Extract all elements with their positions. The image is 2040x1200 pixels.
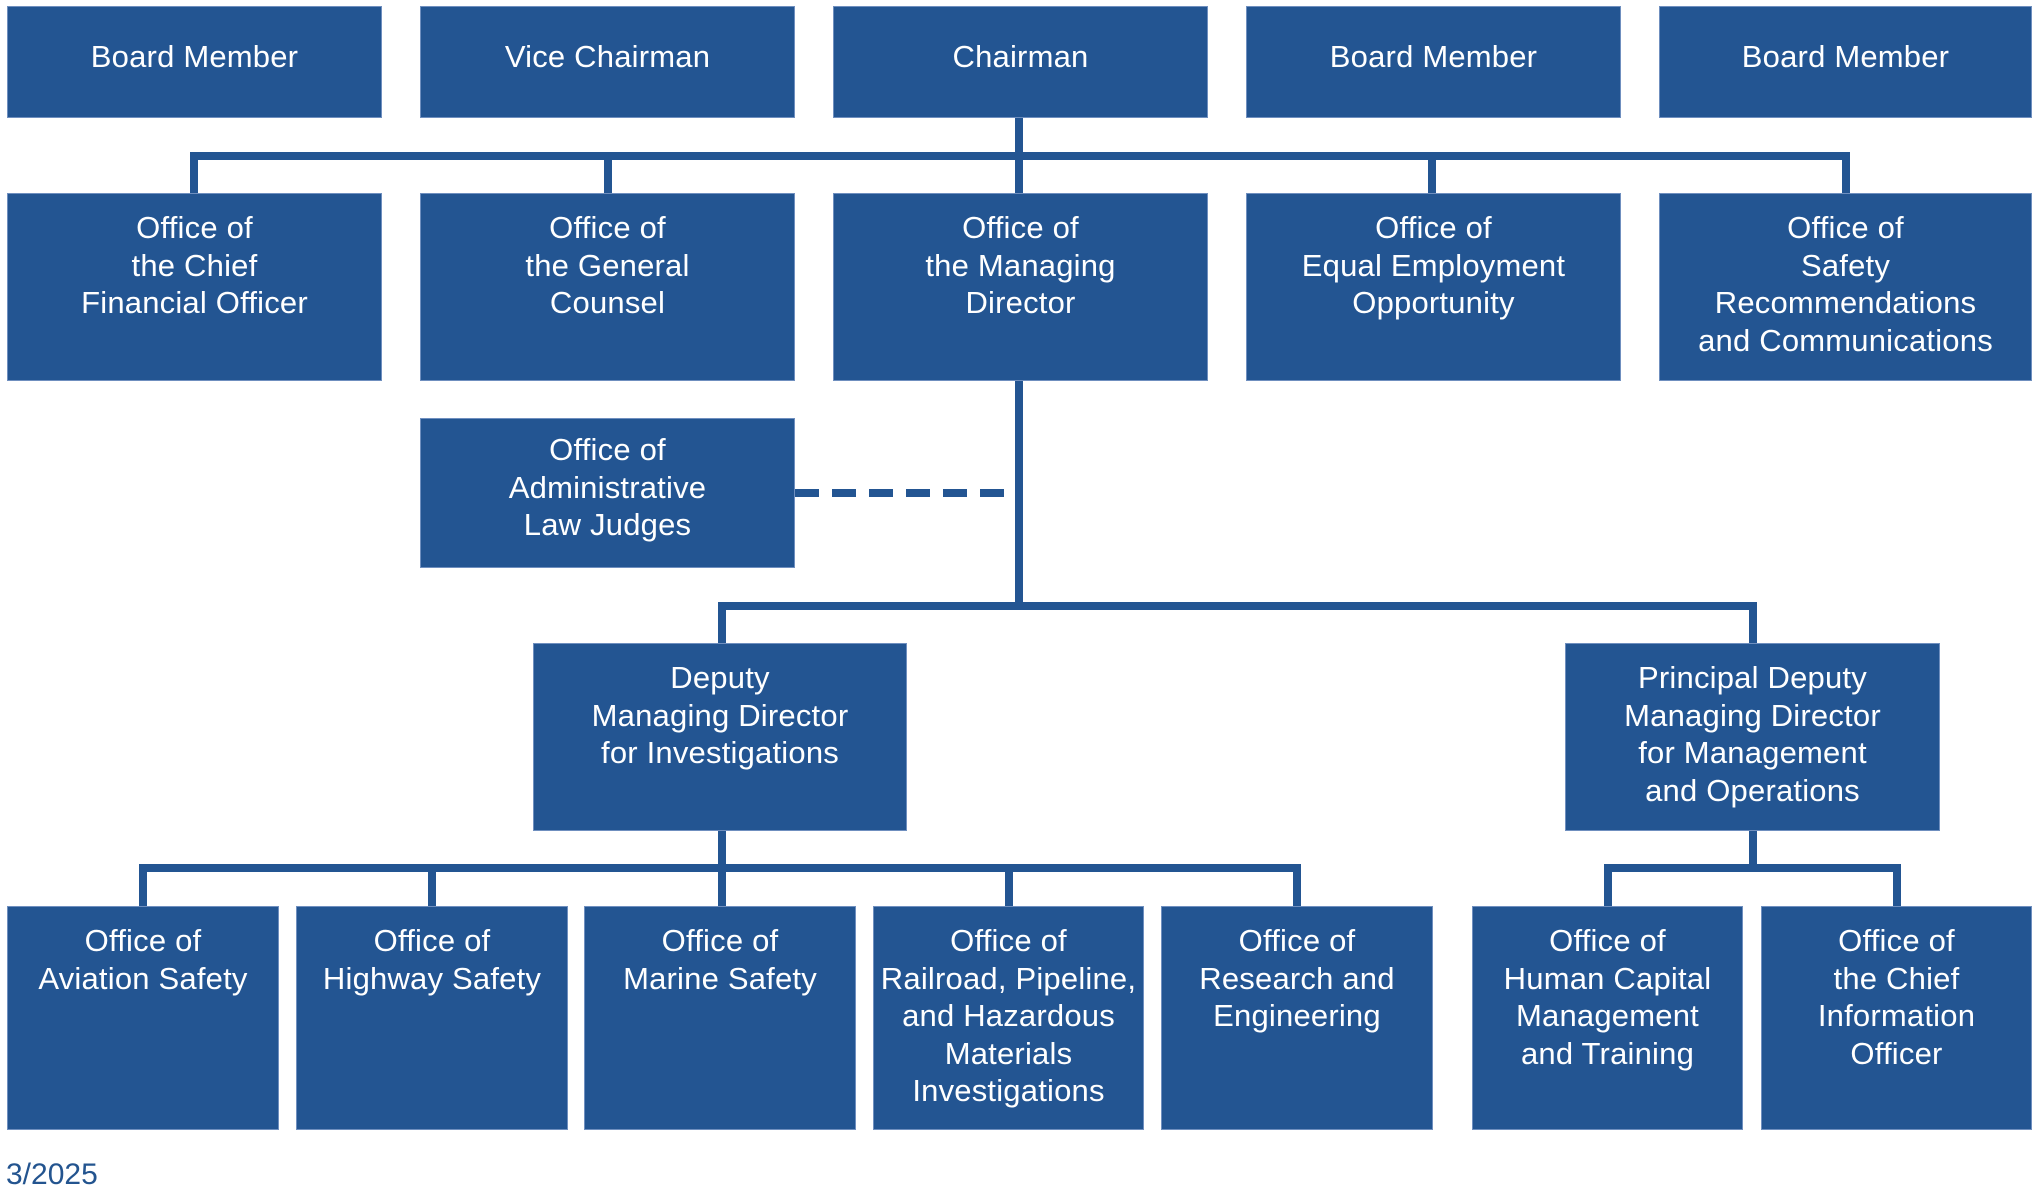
box-office-cio[interactable]: Office of the Chief Information Officer bbox=[1761, 906, 2032, 1130]
box-office-cfo[interactable]: Office of the Chief Financial Officer bbox=[7, 193, 382, 381]
box-label: Office of the General Counsel bbox=[525, 210, 690, 320]
connector-railroad bbox=[1005, 864, 1013, 906]
box-office-human-capital[interactable]: Office of Human Capital Management and T… bbox=[1472, 906, 1743, 1130]
box-office-aviation[interactable]: Office of Aviation Safety bbox=[7, 906, 279, 1130]
box-principal-deputy[interactable]: Principal Deputy Managing Director for M… bbox=[1565, 643, 1940, 831]
box-chairman[interactable]: Chairman bbox=[833, 6, 1208, 118]
box-label: Office of Safety Recommendations and Com… bbox=[1698, 210, 1993, 358]
box-office-managing-director[interactable]: Office of the Managing Director bbox=[833, 193, 1208, 381]
box-office-highway[interactable]: Office of Highway Safety bbox=[296, 906, 568, 1130]
connector-general-counsel bbox=[604, 152, 612, 193]
box-office-eeo[interactable]: Office of Equal Employment Opportunity bbox=[1246, 193, 1621, 381]
connector-alj-dashed bbox=[795, 489, 1017, 497]
box-office-general-counsel[interactable]: Office of the General Counsel bbox=[420, 193, 795, 381]
box-label: Chairman bbox=[952, 39, 1089, 75]
connector-safety-recs bbox=[1842, 152, 1850, 193]
dash-segment bbox=[943, 489, 967, 497]
box-label: Office of the Chief Financial Officer bbox=[81, 210, 308, 320]
connector-deputy-bus bbox=[718, 602, 1757, 610]
box-office-research[interactable]: Office of Research and Engineering bbox=[1161, 906, 1433, 1130]
box-board-member-3[interactable]: Board Member bbox=[1659, 6, 2032, 118]
box-label: Office of Highway Safety bbox=[322, 923, 542, 996]
box-label: Office of Human Capital Management and T… bbox=[1503, 923, 1712, 1071]
connector-principal-deputy bbox=[1749, 602, 1757, 643]
box-label: Office of Marine Safety bbox=[623, 923, 817, 996]
dash-segment bbox=[906, 489, 930, 497]
connector-investigations-trunk bbox=[718, 831, 726, 872]
box-label: Deputy Managing Director for Investigati… bbox=[591, 660, 849, 770]
box-label: Office of Railroad, Pipeline, and Hazard… bbox=[880, 923, 1137, 1108]
box-label: Principal Deputy Managing Director for M… bbox=[1624, 660, 1881, 808]
box-label: Board Member bbox=[1741, 39, 1950, 75]
box-label: Office of Research and Engineering bbox=[1199, 923, 1395, 1033]
connector-eeo bbox=[1428, 152, 1436, 193]
connector-management-bus bbox=[1604, 864, 1901, 872]
box-vice-chairman[interactable]: Vice Chairman bbox=[420, 6, 795, 118]
connector-cio bbox=[1893, 864, 1901, 906]
box-label: Board Member bbox=[1329, 39, 1538, 75]
box-label: Office of Aviation Safety bbox=[38, 923, 248, 996]
box-office-marine[interactable]: Office of Marine Safety bbox=[584, 906, 856, 1130]
connector-cfo bbox=[190, 152, 198, 193]
connector-research bbox=[1293, 864, 1301, 906]
dash-segment bbox=[869, 489, 893, 497]
connector-highway bbox=[428, 864, 436, 906]
revision-date: 3/2025 bbox=[6, 1158, 98, 1191]
connector-office-bus bbox=[190, 152, 1850, 160]
connector-management-trunk bbox=[1749, 831, 1757, 872]
box-board-member-2[interactable]: Board Member bbox=[1246, 6, 1621, 118]
box-office-railroad[interactable]: Office of Railroad, Pipeline, and Hazard… bbox=[873, 906, 1144, 1130]
box-label: Office of the Chief Information Officer bbox=[1817, 923, 1976, 1071]
connector-md-trunk bbox=[1015, 381, 1023, 610]
dash-segment bbox=[795, 489, 819, 497]
box-label: Office of Administrative Law Judges bbox=[508, 432, 707, 542]
dash-segment bbox=[980, 489, 1004, 497]
box-label: Office of the Managing Director bbox=[925, 210, 1116, 320]
box-office-alj[interactable]: Office of Administrative Law Judges bbox=[420, 418, 795, 568]
connector-marine bbox=[718, 864, 726, 906]
connector-human-capital bbox=[1604, 864, 1612, 906]
box-label: Office of Equal Employment Opportunity bbox=[1301, 210, 1566, 320]
dash-segment bbox=[832, 489, 856, 497]
box-office-safety-recs[interactable]: Office of Safety Recommendations and Com… bbox=[1659, 193, 2032, 381]
box-board-member-1[interactable]: Board Member bbox=[7, 6, 382, 118]
box-label: Board Member bbox=[90, 39, 299, 75]
connector-aviation bbox=[139, 864, 147, 906]
connector-deputy-investigations bbox=[718, 602, 726, 643]
box-deputy-investigations[interactable]: Deputy Managing Director for Investigati… bbox=[533, 643, 907, 831]
box-label: Vice Chairman bbox=[504, 39, 711, 75]
